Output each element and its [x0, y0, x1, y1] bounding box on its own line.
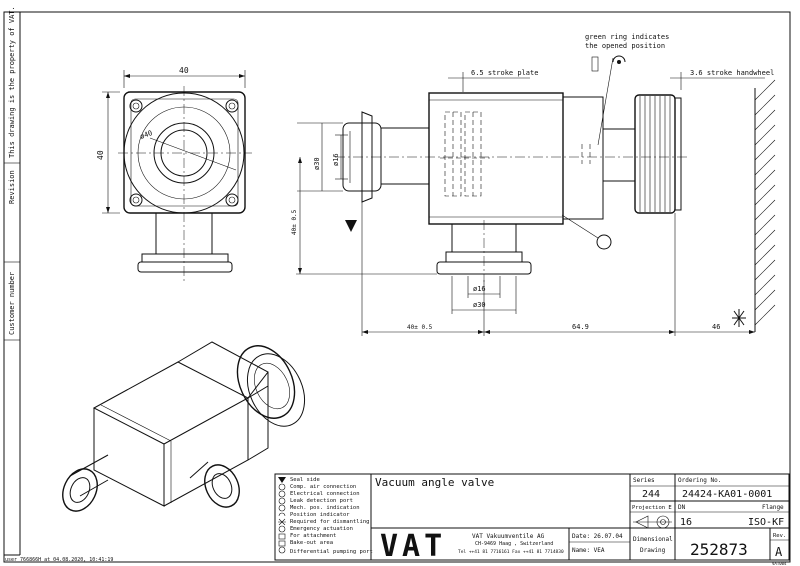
- user-stamp: user 766866H at 04.08.2020, 10:41:19: [5, 557, 113, 563]
- dismantling-star-icon: [732, 309, 746, 327]
- rev-value: A: [775, 545, 783, 559]
- side-view: 6.5 stroke plate 3.6 stroke handwheel gr…: [291, 33, 776, 336]
- differential-pumping-icon: [278, 546, 286, 554]
- dismantling-legend-icon: [278, 518, 286, 526]
- height-40-dimension: 40± 0.5: [291, 209, 298, 235]
- electrical-connection-icon: [278, 490, 286, 498]
- handwheel-knurling: [639, 96, 671, 212]
- company-contact: Tel ++41 81 7716161 Fax ++41 81 7714830: [458, 549, 564, 555]
- drawing-title: Vacuum angle valve: [375, 476, 494, 489]
- legend-item: Emergency actuation: [290, 526, 353, 532]
- leak-port-marker: [596, 234, 612, 250]
- legend-item: Bake-out area: [290, 540, 333, 546]
- customer-number-label: Customer number: [8, 272, 16, 335]
- legend-item: Comp. air connection: [290, 484, 356, 490]
- legend-item: Seal side: [290, 477, 320, 483]
- name-field: Name: VEA: [572, 547, 605, 554]
- revision-label: Revision: [8, 170, 16, 204]
- vat-logo: VAT: [380, 529, 446, 564]
- green-ring-note-line1: green ring indicates: [585, 33, 669, 41]
- corner-code: VAT004: [772, 561, 787, 566]
- seal-side-icon: [278, 477, 286, 483]
- left-height-dimension: 40: [96, 150, 105, 160]
- legend: Seal side Comp. air connection Electrica…: [278, 477, 373, 555]
- stroke-handwheel-dimension: 3.6 stroke handwheel: [690, 69, 774, 77]
- projection-icon: [633, 515, 672, 529]
- wall-hatch: [754, 79, 776, 326]
- flange-value: ISO-KF: [748, 517, 784, 528]
- seal-side-marker: [345, 220, 357, 232]
- title-block: Seal side Comp. air connection Electrica…: [274, 473, 790, 566]
- leak-detection-icon: [278, 497, 286, 505]
- company-address: CH-9469 Haag , Switzerland: [475, 541, 553, 547]
- legend-item: Position indicator: [290, 512, 350, 518]
- legend-item: For attachment: [290, 533, 336, 539]
- top-width-dimension: 40: [179, 66, 189, 75]
- air-connection-icon: [278, 483, 286, 491]
- series-value: 244: [642, 489, 660, 500]
- company-name: VAT Vakuumventile AG: [472, 533, 545, 540]
- position-indicator-icon: [612, 55, 626, 64]
- isometric-view: [62, 341, 306, 512]
- ordering-label: Ordering No.: [678, 477, 721, 484]
- bottom-diameter-16: ø16: [473, 285, 486, 293]
- left-diameter-30: ø30: [313, 157, 321, 170]
- dimension-46: 46: [712, 323, 720, 331]
- dimension-64-9: 64.9: [572, 323, 589, 331]
- legend-item: Leak detection port: [290, 498, 353, 504]
- projection-label: Projection E: [632, 505, 672, 511]
- dn-label: DN: [678, 504, 686, 511]
- position-indicator-legend-icon: [278, 512, 286, 517]
- mech-pos-indication-icon: [278, 504, 286, 512]
- property-note: This drawing is the property of VAT.: [8, 6, 16, 158]
- drawing-number: 252873: [690, 540, 748, 559]
- stroke-plate-dimension: 6.5 stroke plate: [471, 69, 538, 77]
- legend-item: Electrical connection: [290, 491, 360, 497]
- left-diameter-16: ø16: [332, 153, 340, 166]
- dimensional-label-1: Dimensional: [633, 536, 673, 543]
- legend-item: Mech. pos. indication: [290, 505, 360, 511]
- emergency-actuation-icon: [278, 525, 286, 533]
- green-ring-note-line2: the opened position: [585, 42, 665, 50]
- legend-item: Differential pumping port: [290, 549, 373, 555]
- legend-item: Required for dismantling: [290, 519, 369, 525]
- bake-out-icon: [278, 540, 286, 547]
- front-view: ø40 40 40: [96, 66, 252, 282]
- dimensional-label-2: Drawing: [640, 547, 666, 554]
- date-field: Date: 26.07.04: [572, 533, 623, 540]
- attachment-icon: [278, 533, 286, 540]
- dn-value: 16: [680, 517, 692, 528]
- ordering-value: 24424-KA01-0001: [682, 489, 772, 500]
- rev-label: Rev.: [773, 533, 786, 539]
- bottom-diameter-30: ø30: [473, 301, 486, 309]
- drawing-frame: [3, 11, 791, 563]
- circle-diameter-label: ø40: [139, 129, 154, 141]
- bottom-40-dimension: 40± 0.5: [407, 324, 433, 331]
- flange-label: Flange: [762, 504, 784, 511]
- series-label: Series: [633, 477, 655, 484]
